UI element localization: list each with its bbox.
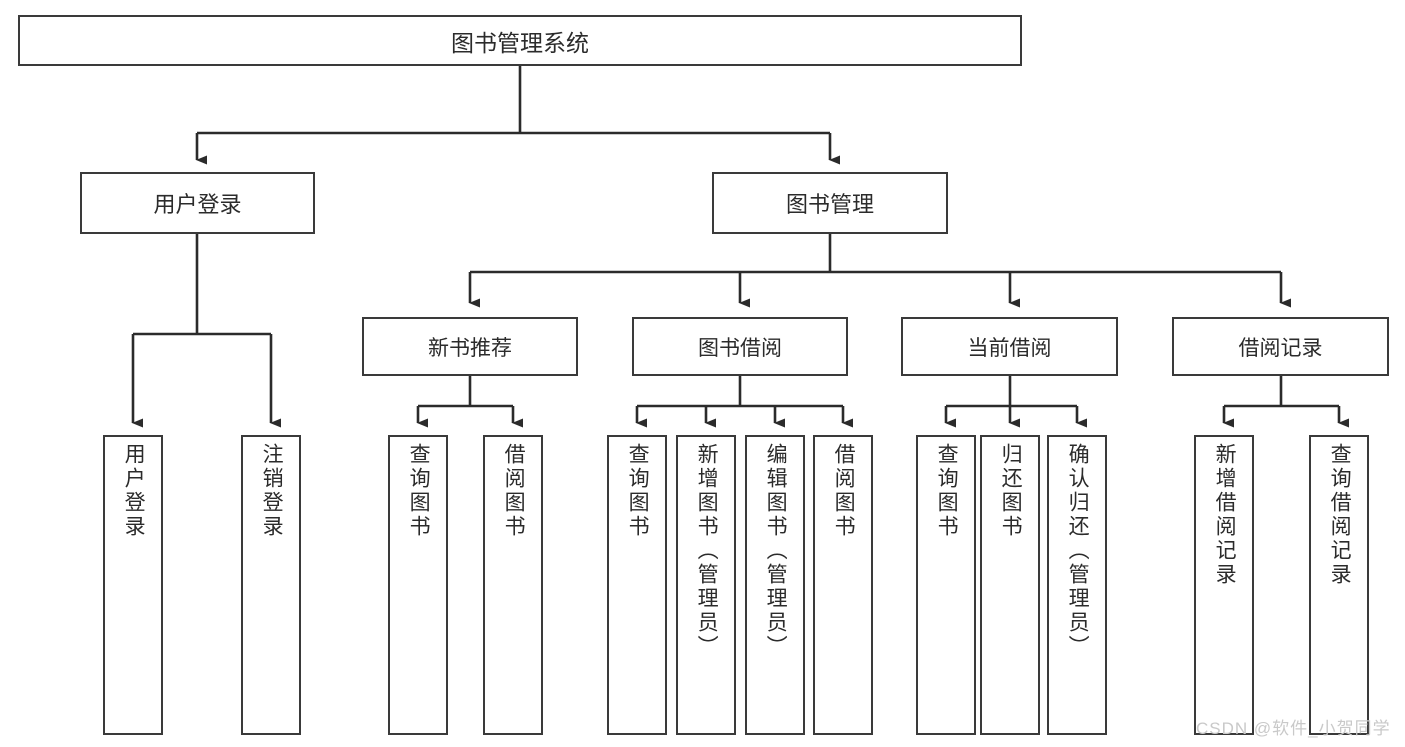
node-leaf-add-record[interactable]: 新增借阅记录 [1194, 435, 1254, 735]
watermark-label: CSDN @软件_小贺同学 [1196, 719, 1391, 738]
node-leaf-user-login[interactable]: 用户登录 [103, 435, 163, 735]
node-leaf-confirm-return-label: 确认归还（管理员） [1066, 443, 1090, 659]
node-leaf-logout-login-label: 注销登录 [260, 443, 284, 539]
node-leaf-query-book-3[interactable]: 查询图书 [916, 435, 976, 735]
node-leaf-query-book-1-label: 查询图书 [407, 443, 431, 539]
node-user-login-label: 用户登录 [153, 192, 242, 217]
node-leaf-query-book-1[interactable]: 查询图书 [388, 435, 448, 735]
node-leaf-query-book-3-label: 查询图书 [935, 443, 959, 539]
node-leaf-query-book-2-label: 查询图书 [626, 443, 650, 539]
node-book-manage-label: 图书管理 [785, 192, 874, 217]
node-leaf-add-book-label: 新增图书（管理员） [695, 443, 719, 659]
node-new-book-recommend[interactable]: 新书推荐 [362, 317, 578, 376]
node-current-borrow[interactable]: 当前借阅 [901, 317, 1118, 376]
node-leaf-query-record-label: 查询借阅记录 [1328, 443, 1352, 587]
node-leaf-return-book[interactable]: 归还图书 [980, 435, 1040, 735]
node-leaf-borrow-book-1-label: 借阅图书 [502, 443, 526, 539]
node-leaf-query-record[interactable]: 查询借阅记录 [1309, 435, 1369, 735]
node-book-manage[interactable]: 图书管理 [712, 172, 948, 234]
node-leaf-logout-login[interactable]: 注销登录 [241, 435, 301, 735]
node-leaf-confirm-return[interactable]: 确认归还（管理员） [1047, 435, 1107, 735]
node-borrow-record-label: 借阅记录 [1238, 336, 1323, 360]
node-root[interactable]: 图书管理系统 [18, 15, 1022, 66]
node-book-borrow-label: 图书借阅 [698, 336, 782, 360]
node-leaf-query-book-2[interactable]: 查询图书 [607, 435, 667, 735]
node-leaf-return-book-label: 归还图书 [999, 443, 1023, 539]
node-new-book-recommend-label: 新书推荐 [428, 336, 512, 360]
node-leaf-borrow-book-1[interactable]: 借阅图书 [483, 435, 543, 735]
node-root-label: 图书管理系统 [451, 29, 589, 56]
node-book-borrow[interactable]: 图书借阅 [632, 317, 848, 376]
node-leaf-add-book[interactable]: 新增图书（管理员） [676, 435, 736, 735]
node-leaf-borrow-book-2-label: 借阅图书 [832, 443, 856, 539]
node-borrow-record[interactable]: 借阅记录 [1172, 317, 1389, 376]
node-leaf-user-login-label: 用户登录 [122, 443, 146, 539]
node-leaf-add-record-label: 新增借阅记录 [1213, 443, 1237, 587]
node-leaf-edit-book[interactable]: 编辑图书（管理员） [745, 435, 805, 735]
node-current-borrow-label: 当前借阅 [967, 336, 1052, 360]
node-user-login[interactable]: 用户登录 [80, 172, 315, 234]
node-leaf-borrow-book-2[interactable]: 借阅图书 [813, 435, 873, 735]
node-leaf-edit-book-label: 编辑图书（管理员） [764, 443, 788, 659]
